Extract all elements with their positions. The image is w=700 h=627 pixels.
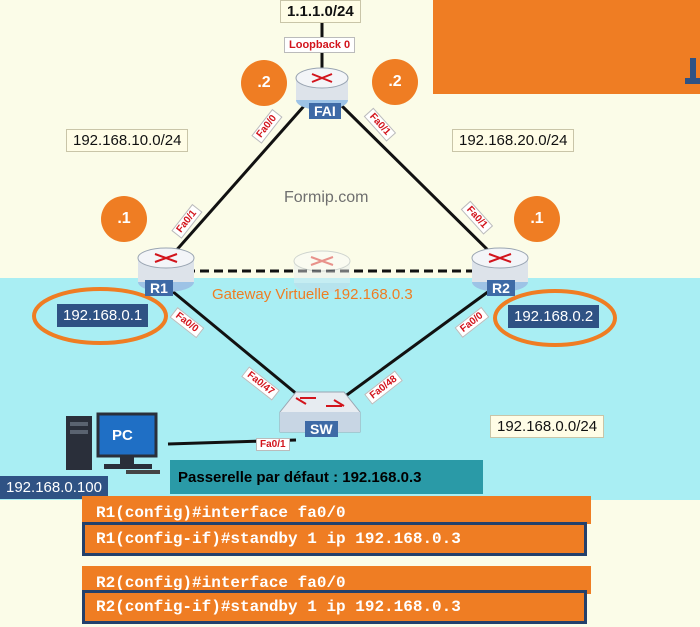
left-wan-network-label: 192.168.10.0/24 [66,129,189,152]
fai-device-label: FAI [309,103,341,119]
r2-standby-command: R2(config-if)#standby 1 ip 192.168.0.3 [82,590,587,624]
virtual-router-icon [293,250,351,293]
pc-ip-label: 192.168.0.100 [0,476,108,499]
r2-host-id: .1 [514,196,560,242]
r2-device-label: R2 [487,280,515,296]
loopback-network-label: 1.1.1.0/24 [280,0,361,23]
sw-device-label: SW [305,421,338,437]
r2-config-command: R2(config)#interface fa0/0 [82,566,591,594]
loopback-interface-label: Loopback 0 [284,37,356,53]
link-r2-sw [339,284,497,402]
r1-ip-label: 192.168.0.1 [57,304,149,327]
fai-left-host-id: .2 [241,60,287,106]
r2-ip-highlight [493,289,617,347]
corner-logo-icon [685,58,700,84]
pc-icon [66,412,160,474]
r1-host-id: .1 [101,196,147,242]
lan-network-label: 192.168.0.0/24 [490,415,605,438]
pc-device-label: PC [112,427,133,444]
link-fai-r2 [340,104,502,264]
fai-right-host-id: .2 [372,59,418,105]
r1-config-command: R1(config)#interface fa0/0 [82,496,591,524]
r1-standby-command: R1(config-if)#standby 1 ip 192.168.0.3 [82,522,587,556]
link-fai-r1 [164,105,306,263]
r1-device-label: R1 [145,280,173,296]
right-wan-network-label: 192.168.20.0/24 [452,129,575,152]
r2-ip-label: 192.168.0.2 [508,305,600,328]
sw-pc-interface: Fa0/1 [256,438,290,451]
default-gateway-bar: Passerelle par défaut : 192.168.0.3 [170,460,483,494]
watermark-text: Formip.com [284,189,369,206]
r1-ip-highlight [32,287,168,345]
link-r1-sw [165,284,305,402]
virtual-gateway-label: Gateway Virtuelle 192.168.0.3 [212,286,413,303]
corner-banner [433,0,700,94]
